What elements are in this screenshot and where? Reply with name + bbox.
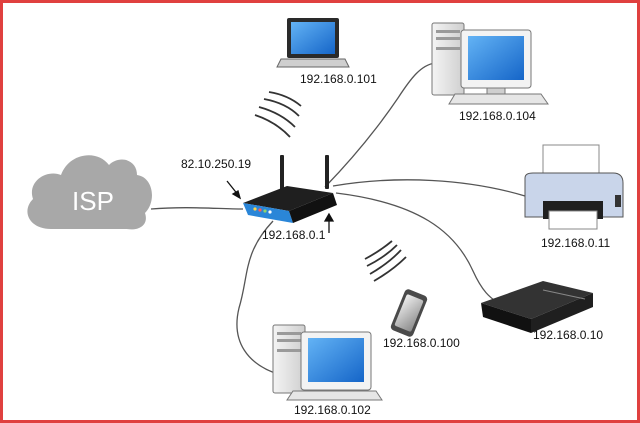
laptop-ip-label: 192.168.0.101 [300, 72, 377, 86]
router-wan-ip-label: 82.10.250.19 [181, 157, 251, 171]
printer-ip-label: 192.168.0.11 [541, 236, 611, 250]
phone-ip-label: 192.168.0.100 [383, 336, 460, 350]
game-console-icon [481, 281, 593, 333]
isp-cloud [27, 155, 152, 230]
printer-icon [524, 144, 624, 230]
wifi-waves-phone [364, 240, 407, 282]
ip-arrows [226, 180, 335, 233]
desktop-top-ip-label: 192.168.0.104 [459, 109, 536, 123]
cable-isp-router [150, 207, 244, 210]
cables [150, 62, 526, 376]
isp-label: ISP [72, 186, 114, 216]
cable-router-console [335, 192, 499, 304]
router-lan-ip-label: 192.168.0.1 [262, 228, 326, 242]
desktop-bottom-ip-label: 192.168.0.102 [294, 403, 371, 417]
cable-router-desktop-top [324, 62, 436, 188]
cable-router-desktop-bottom [236, 220, 282, 376]
phone-icon [390, 289, 428, 337]
console-ip-label: 192.168.0.10 [533, 328, 603, 342]
laptop-icon [276, 18, 350, 68]
network-diagram: ISP [27, 18, 624, 417]
router-icon [243, 155, 337, 223]
cable-router-printer [332, 179, 526, 197]
wifi-waves-laptop [254, 91, 302, 138]
desktop-top-icon [431, 22, 549, 105]
desktop-bottom-icon [272, 324, 383, 401]
